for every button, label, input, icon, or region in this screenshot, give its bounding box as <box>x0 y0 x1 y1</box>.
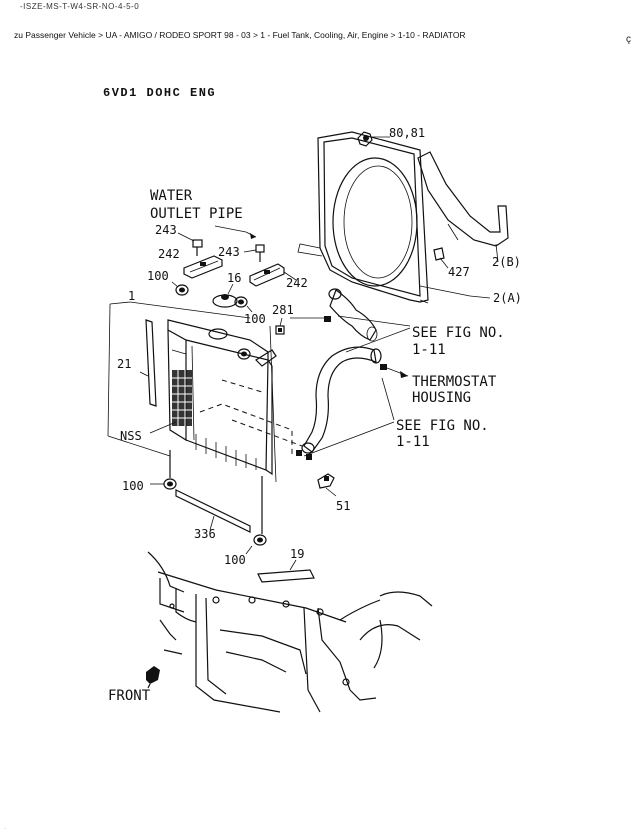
grommet-100-lower-right <box>245 476 267 555</box>
grommet-100-top-left <box>171 281 189 296</box>
label-100-top-left: 100 <box>147 269 169 283</box>
nss-leader <box>149 421 177 434</box>
label-2b: 2(B) <box>492 255 521 269</box>
pad-19 <box>257 559 315 583</box>
label-16: 16 <box>227 271 241 285</box>
front-arrow-icon <box>146 666 160 689</box>
bolt-51 <box>317 473 337 497</box>
radiator-cap-16 <box>212 283 238 308</box>
label-water: WATER <box>150 188 193 204</box>
page-header-text: -ISZE-MS-T-W4-SR-NO-4-5-0 <box>20 2 140 11</box>
seal-21 <box>139 319 157 407</box>
label-100-lower-left: 100 <box>122 479 144 493</box>
corner-mark: ç <box>626 34 631 45</box>
grommet-100-top-right <box>234 296 253 313</box>
label-80-81: 80,81 <box>389 126 425 140</box>
water-outlet-arrow <box>214 225 257 239</box>
label-336: 336 <box>194 527 216 541</box>
label-2a: 2(A) <box>493 291 522 305</box>
clip-281 <box>275 317 285 335</box>
label-see-fig-1: SEE FIG NO. <box>412 325 505 341</box>
label-242-left: 242 <box>158 247 180 261</box>
bracket-242-right <box>249 263 297 287</box>
label-243-right: 243 <box>218 245 240 259</box>
label-thermostat: THERMOSTAT <box>412 374 497 390</box>
seal-336 <box>175 489 251 533</box>
bolt-80-81 <box>357 131 390 147</box>
label-see-fig-2-num: 1-11 <box>396 434 430 450</box>
shroud-2b <box>417 151 509 263</box>
grommet-100-lower-left <box>150 450 177 490</box>
label-427: 427 <box>448 265 470 279</box>
bracket-242-left <box>183 255 223 279</box>
footer-mark: · <box>4 826 6 832</box>
label-242-right: 242 <box>286 276 308 290</box>
label-nss: NSS <box>120 429 142 443</box>
upper-hose <box>290 288 378 342</box>
label-housing: HOUSING <box>412 390 471 406</box>
label-19: 19 <box>290 547 304 561</box>
label-243-left: 243 <box>155 223 177 237</box>
label-100-top-right: 100 <box>244 312 266 326</box>
core-fins <box>172 370 192 426</box>
bolt-243-right <box>243 244 265 262</box>
label-281: 281 <box>272 303 294 317</box>
engine-title: 6VD1 DOHC ENG <box>103 86 217 100</box>
radiator-core <box>107 301 303 483</box>
label-front: FRONT <box>108 688 151 704</box>
see-fig-leaders-upper <box>337 315 411 353</box>
core-bottom-ribs <box>195 434 257 470</box>
breadcrumb: zu Passenger Vehicle > UA - AMIGO / RODE… <box>14 30 466 40</box>
radiator-support-panel <box>147 551 433 713</box>
lower-hose <box>301 346 409 454</box>
bolt-243-left <box>177 232 203 256</box>
hose-clamp-lower <box>296 450 312 460</box>
see-fig-leaders-lower <box>303 377 395 457</box>
label-1: 1 <box>128 289 135 303</box>
label-21: 21 <box>117 357 131 371</box>
label-51: 51 <box>336 499 350 513</box>
label-see-fig-2: SEE FIG NO. <box>396 418 489 434</box>
label-outlet-pipe: OUTLET PIPE <box>150 206 243 222</box>
clip-427 <box>433 247 449 269</box>
label-see-fig-1-num: 1-11 <box>412 342 446 358</box>
label-100-lower-right: 100 <box>224 553 246 567</box>
fan-shroud <box>297 131 429 304</box>
shroud-2a-leader <box>419 285 491 299</box>
